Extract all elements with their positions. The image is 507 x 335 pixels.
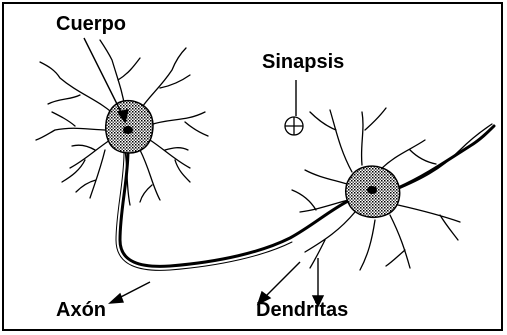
label-axon: Axón [56, 300, 106, 320]
nucleus-right [367, 186, 377, 194]
nucleus-left [123, 126, 133, 134]
label-sinapsis: Sinapsis [262, 52, 344, 72]
dendritas-arrow-1 [262, 262, 300, 300]
right-projection [398, 126, 494, 188]
synapse-symbol [285, 117, 303, 135]
label-cuerpo: Cuerpo [56, 14, 126, 34]
neuron-left [36, 40, 350, 270]
label-dendritas: Dendritas [256, 300, 348, 320]
